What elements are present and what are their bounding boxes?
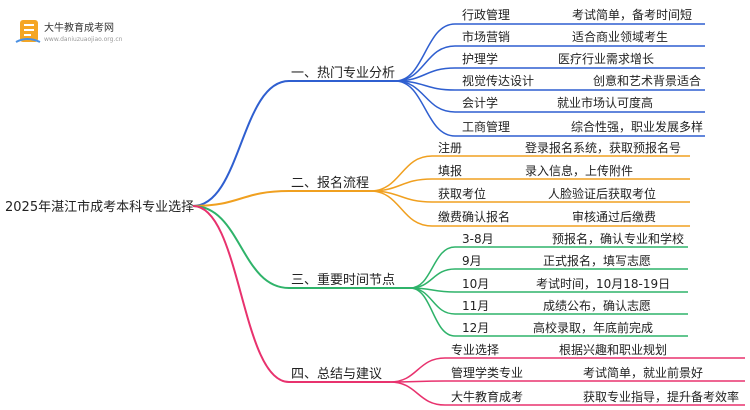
branch-registration-process: 二、报名流程 注册 登录报名系统，获取预报名号 填报 录入信息，上传附件 获取考… <box>291 140 681 224</box>
branch-label: 一、热门专业分析 <box>291 66 395 81</box>
leaf-name: 视觉传达设计 <box>462 73 534 88</box>
leaf-connector <box>394 23 456 82</box>
leaf-name: 管理学类专业 <box>451 365 523 380</box>
branch-label: 四、总结与建议 <box>291 367 382 382</box>
leaf-desc: 考试简单，就业前景好 <box>583 365 703 380</box>
leaf-name: 工商管理 <box>462 119 510 134</box>
leaf-name: 行政管理 <box>462 7 510 22</box>
leaf-desc: 就业市场认可度高 <box>557 95 653 110</box>
book-icon <box>15 20 41 43</box>
leaf-desc: 综合性强，职业发展多样 <box>571 119 703 134</box>
leaf-connector <box>409 268 456 289</box>
root-connector <box>192 205 290 289</box>
leaf-connector <box>389 381 446 406</box>
root-connector <box>192 205 290 383</box>
leaf-name: 注册 <box>438 140 462 155</box>
leaf-connector <box>394 80 456 137</box>
leaf-connector <box>409 246 456 289</box>
leaf-name: 专业选择 <box>451 342 499 357</box>
branch-key-dates: 三、重要时间节点 3-8月 预报名，确认专业和学校 9月 正式报名，填写志愿 1… <box>291 231 684 335</box>
leaf-desc: 正式报名，填写志愿 <box>543 253 651 268</box>
leaf-name: 大牛教育成考 <box>451 389 523 404</box>
leaf-desc: 登录报名系统，获取预报名号 <box>525 140 681 155</box>
logo-subtitle: www.daniuzuaojiao.org.cn <box>44 36 123 43</box>
leaf-name: 3-8月 <box>462 232 494 246</box>
mindmap-root: 2025年湛江市成考本科专业选择 <box>5 199 194 215</box>
leaf-name: 11月 <box>462 299 489 313</box>
leaf-desc: 医疗行业需求增长 <box>558 52 654 66</box>
leaf-name: 缴费确认报名 <box>438 209 510 224</box>
leaf-desc: 创意和艺术背景适合 <box>593 73 701 88</box>
root-connector <box>192 190 290 207</box>
leaf-name: 9月 <box>462 254 482 268</box>
leaf-desc: 成绩公布，确认志愿 <box>543 299 651 313</box>
leaf-name: 10月 <box>462 277 489 291</box>
leaf-name: 市场营销 <box>462 29 510 44</box>
branch-label: 三、重要时间节点 <box>291 272 395 288</box>
leaf-desc: 预报名，确认专业和学校 <box>552 231 684 246</box>
leaf-name: 填报 <box>438 163 462 178</box>
leaf-desc: 高校录取，年底前完成 <box>533 320 653 335</box>
branch-hot-majors: 一、热门专业分析 行政管理 考试简单，备考时间短 市场营销 适合商业领域考生 护… <box>291 7 703 134</box>
leaf-name: 护理学 <box>462 51 498 66</box>
leaf-desc: 人脸验证后获取考位 <box>548 186 656 201</box>
leaf-desc: 考试简单，备考时间短 <box>572 7 692 22</box>
root-connector <box>192 80 290 207</box>
leaf-name: 会计学 <box>462 95 498 110</box>
leaf-name: 获取考位 <box>438 186 486 201</box>
logo-title: 大牛教育成考网 <box>44 21 114 34</box>
branch-summary-advice: 四、总结与建议 专业选择 根据兴趣和职业规划 管理学类专业 考试简单，就业前景好… <box>291 342 739 404</box>
site-logo[interactable]: 大牛教育成考网 www.daniuzuaojiao.org.cn <box>15 20 123 43</box>
branch-label: 二、报名流程 <box>291 175 369 191</box>
leaf-desc: 审核通过后缴费 <box>572 209 656 224</box>
leaf-connector <box>389 357 446 383</box>
leaf-desc: 适合商业领域考生 <box>572 29 668 44</box>
leaf-desc: 根据兴趣和职业规划 <box>559 342 667 357</box>
leaf-desc: 获取专业指导，提升备考效率 <box>583 389 739 404</box>
leaf-desc: 录入信息，上传附件 <box>525 163 633 178</box>
leaf-name: 12月 <box>462 321 489 335</box>
leaf-desc: 考试时间，10月18-19日 <box>536 276 670 291</box>
leaf-connector <box>409 287 456 337</box>
connector-lines <box>192 23 745 406</box>
leaf-connector <box>369 190 433 227</box>
